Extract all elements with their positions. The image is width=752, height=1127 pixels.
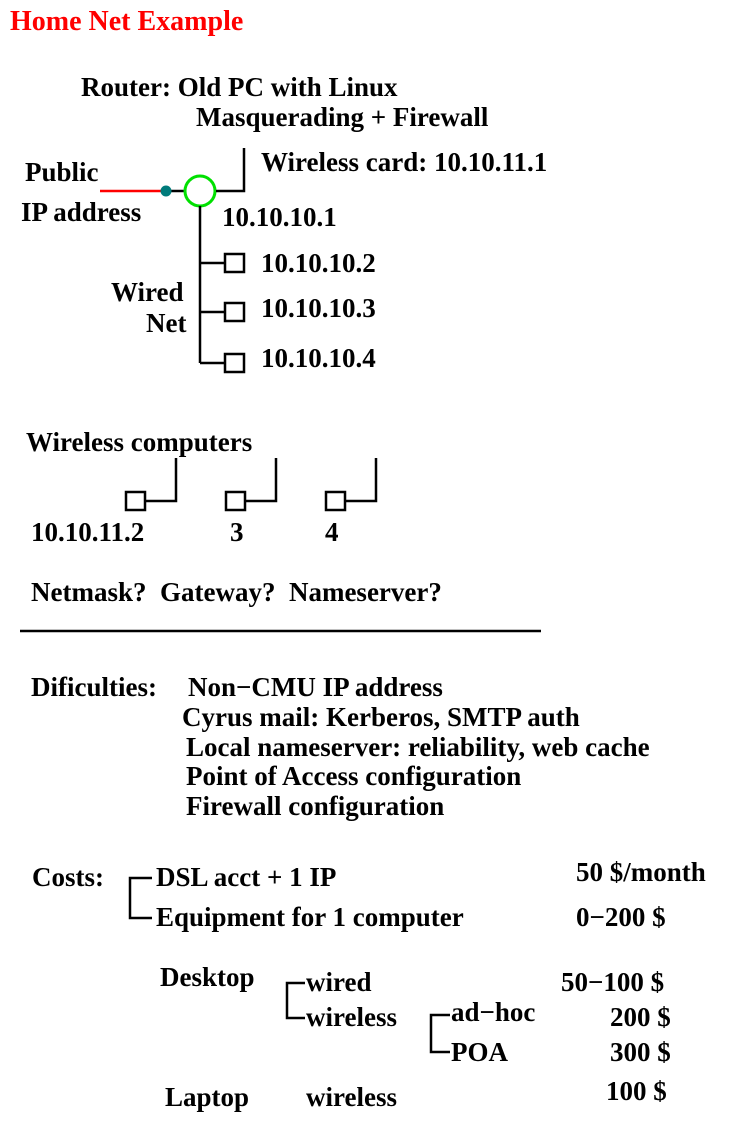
wireless-host-3-antenna (345, 458, 378, 503)
wireless-host-2-box (224, 490, 247, 512)
wireless-host-3-box (324, 490, 347, 512)
poa-label: POA (451, 1037, 508, 1067)
wired-host-3-ip: 10.10.10.4 (261, 343, 376, 373)
router-wired-ip: 10.10.10.1 (222, 202, 337, 232)
public-interface-dot (160, 185, 172, 197)
wireless-host-1-antenna (145, 458, 178, 503)
router-label: Router: Old PC with Linux (81, 72, 398, 102)
costs-bracket (128, 876, 152, 920)
wired-host-1-ip: 10.10.10.2 (261, 248, 376, 278)
difficulty-item: Non−CMU IP address (188, 672, 443, 702)
desktop-wired-price: 50−100 $ (561, 967, 665, 997)
wireless-bracket (429, 1013, 450, 1054)
public-label-line1: Public (25, 157, 99, 187)
desktop-bracket (285, 981, 305, 1020)
difficulty-item: Local nameserver: reliability, web cache (186, 732, 650, 762)
page-title: Home Net Example (10, 6, 244, 37)
laptop-price: 100 $ (606, 1076, 667, 1106)
difficulties-label: Dificulties: (31, 672, 157, 702)
wired-host-2-box (223, 301, 246, 323)
wireless-host-1-ip: 10.10.11.2 (31, 517, 145, 547)
desktop-wireless-label: wireless (306, 1002, 397, 1032)
wired-host-3-box (223, 352, 246, 374)
cost-item-price: 50 $/month (576, 857, 706, 887)
difficulty-item: Point of Access configuration (186, 761, 522, 791)
wired-host-2-ip: 10.10.10.3 (261, 293, 376, 323)
router-node (183, 174, 217, 208)
wireless-host-2-antenna (245, 458, 278, 503)
wired-net-label-line2: Net (146, 308, 187, 338)
router-subtitle: Masquerading + Firewall (196, 102, 489, 132)
wired-host-1-box (223, 252, 246, 274)
cost-item-price: 0−200 $ (576, 902, 666, 932)
cost-item-name: Equipment for 1 computer (156, 902, 464, 932)
router-antenna (216, 148, 246, 193)
wireless-host-3-ip: 4 (325, 517, 339, 547)
wireless-host-1-box (124, 490, 147, 512)
desktop-label: Desktop (160, 962, 255, 992)
wireless-host-2-ip: 3 (230, 517, 244, 547)
laptop-type: wireless (306, 1082, 397, 1112)
laptop-label: Laptop (165, 1082, 250, 1112)
costs-label: Costs: (32, 862, 104, 892)
wireless-computers-heading: Wireless computers (26, 427, 253, 457)
desktop-wired-label: wired (306, 967, 372, 997)
config-questions: Netmask? Gateway? Nameserver? (31, 577, 442, 607)
wired-net-label-line1: Wired (111, 277, 184, 307)
cost-item-name: DSL acct + 1 IP (156, 862, 337, 892)
wireless-card-label: Wireless card: 10.10.11.1 (261, 147, 548, 177)
adhoc-price: 200 $ (610, 1002, 671, 1032)
adhoc-label: ad−hoc (451, 997, 536, 1027)
difficulty-item: Firewall configuration (186, 791, 445, 821)
public-label-line2: IP address (21, 197, 142, 227)
poa-price: 300 $ (610, 1037, 671, 1067)
difficulty-item: Cyrus mail: Kerberos, SMTP auth (182, 702, 580, 732)
